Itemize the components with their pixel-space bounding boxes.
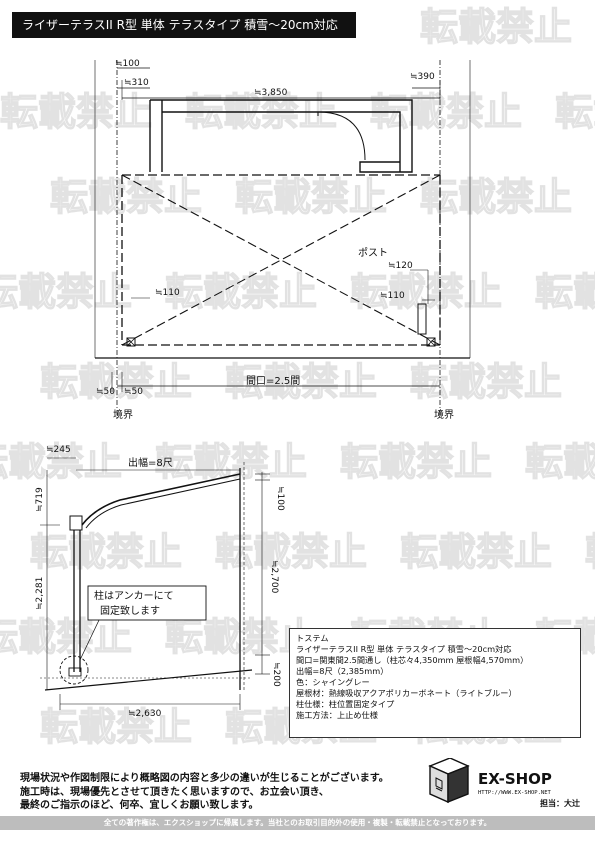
watermark-text: 転載禁止: [535, 270, 595, 314]
dim-left-719: ≒719: [35, 487, 45, 512]
dim-right-100: ≒100: [275, 486, 285, 511]
dim-width-3850: ≒3,850: [254, 88, 288, 98]
watermark-text: 転載禁止: [0, 615, 132, 659]
mailbox-post: [417, 303, 427, 335]
exshop-logo: EX-SHOP HTTP://WWW.EX-SHOP.NET 担当：大辻: [428, 758, 580, 808]
dim-depth: 出幅=8尺: [128, 456, 173, 469]
section-dimensions: ≒245 出幅=8尺 ≒719 ≒2,281 ≒100 ≒2,700 ≒200 …: [35, 445, 285, 719]
watermark-text: 転載禁止: [340, 440, 492, 484]
dim-left-110: ≒110: [155, 288, 180, 298]
spec-line: 間口=関東間2.5間通し（柱芯々4,350mm 屋根幅4,570mm）: [296, 655, 529, 665]
dim-bottom-50b: ≒50: [124, 387, 143, 397]
spec-line: 柱仕様：柱位置固定タイプ: [296, 699, 395, 709]
watermark-text: 転載禁止: [235, 175, 387, 219]
spec-line: 出幅=8尺（2,385mm）: [296, 666, 389, 676]
watermark-text: 転載禁止: [0, 90, 152, 134]
spec-box: トステム ライザーテラスII R型 単体 テラスタイプ 積雪〜20cm対応 間口…: [289, 628, 581, 738]
copyright-footer: 全ての著作権は、エクスショップに帰属します。当社とのお取引目的外の使用・複製・転…: [0, 816, 595, 830]
dim-bottom-50a: ≒50: [96, 387, 115, 397]
anchor-note-line1: 柱はアンカーにて: [94, 589, 174, 602]
brand-url: HTTP://WWW.EX-SHOP.NET: [478, 790, 552, 796]
cube-icon: [428, 758, 470, 804]
anchor-detail: [59, 655, 89, 685]
notice-line: 施工時は、現場優先とさせて頂きたく思いますので、お立会い頂き、: [20, 786, 329, 798]
watermark-text: 転載禁止: [400, 530, 552, 574]
watermark-text: 転載禁止: [420, 175, 572, 219]
dim-right-200: ≒200: [271, 662, 281, 687]
terrace-outline: [121, 174, 441, 346]
watermark-text: 転載禁止: [555, 90, 595, 134]
label-boundary-left: 境界: [113, 408, 133, 421]
page-title: ライザーテラスII R型 単体 テラスタイプ 積雪〜20cm対応: [12, 12, 356, 38]
notice-line: 現場状況や作図制限により概略図の内容と多少の違いが生じることがございます。: [20, 773, 389, 784]
watermark-text: 転載禁止: [585, 530, 595, 574]
dim-post-120: ≒120: [388, 261, 413, 271]
watermark-text: 転載禁止: [420, 5, 572, 49]
watermark-text: 転載禁止: [50, 175, 202, 219]
watermark-text: 転載禁止: [0, 440, 122, 484]
brand-name: EX-SHOP: [478, 770, 552, 788]
spec-line: ライザーテラスII R型 単体 テラスタイプ 積雪〜20cm対応: [296, 644, 512, 654]
plan-view: [94, 60, 471, 420]
dim-left-2281: ≒2,281: [35, 577, 45, 610]
watermark-text: 転載禁止: [525, 440, 595, 484]
dim-top-right-390: ≒390: [410, 72, 435, 82]
dim-top-245: ≒245: [46, 445, 71, 455]
spec-line: 色：シャイングレー: [296, 677, 370, 687]
door-swing: [317, 111, 366, 161]
post-left: [126, 337, 136, 347]
dim-span: 間口=2.5間: [246, 375, 300, 387]
spec-line: 施工方法：上止め仕様: [296, 710, 378, 720]
spec-line: 屋根材：熱線吸収アクアポリカーボネート（ライトブルー）: [296, 688, 517, 698]
section-view: [40, 457, 270, 710]
dim-bottom-2630: ≒2,630: [128, 709, 162, 719]
plan-dimensions: ≒100 ≒310 ≒390 ≒3,850 ポスト ≒120 ≒110 ≒110…: [96, 59, 454, 421]
watermark-text: 転載禁止: [155, 440, 307, 484]
watermark-text: 転載禁止: [165, 270, 317, 314]
dim-right-110: ≒110: [380, 291, 405, 301]
staff-name: 担当：大辻: [540, 798, 580, 808]
spec-line: トステム: [296, 633, 329, 643]
dim-top-left-310: ≒310: [124, 78, 149, 88]
dim-right-2700: ≒2,700: [269, 560, 279, 594]
notice-text: 現場状況や作図制限により概略図の内容と多少の違いが生じることがございます。 施工…: [20, 772, 400, 813]
post-right: [426, 337, 436, 347]
watermark-text: 転載禁止: [410, 360, 562, 404]
anchor-note-line2: 固定致します: [100, 604, 160, 617]
notice-line: 最終のご指示のほど、何卒、宜しくお願い致します。: [20, 800, 259, 811]
watermark-text: 転載禁止: [30, 530, 182, 574]
house-wall: [149, 99, 413, 173]
watermark-text: 転載禁止: [40, 360, 192, 404]
anchor-callout: 柱はアンカーにて 固定致します: [87, 585, 207, 621]
gutter: [69, 515, 83, 531]
watermark-text: 転載禁止: [225, 360, 377, 404]
label-boundary-right: 境界: [434, 408, 454, 421]
dim-top-left-100: ≒100: [115, 59, 140, 69]
ground-line: [44, 669, 253, 691]
watermark-text: 転載禁止: [0, 270, 132, 314]
label-post: ポスト: [358, 247, 388, 259]
watermark-text: 転載禁止: [40, 705, 192, 749]
roof: [81, 473, 241, 526]
